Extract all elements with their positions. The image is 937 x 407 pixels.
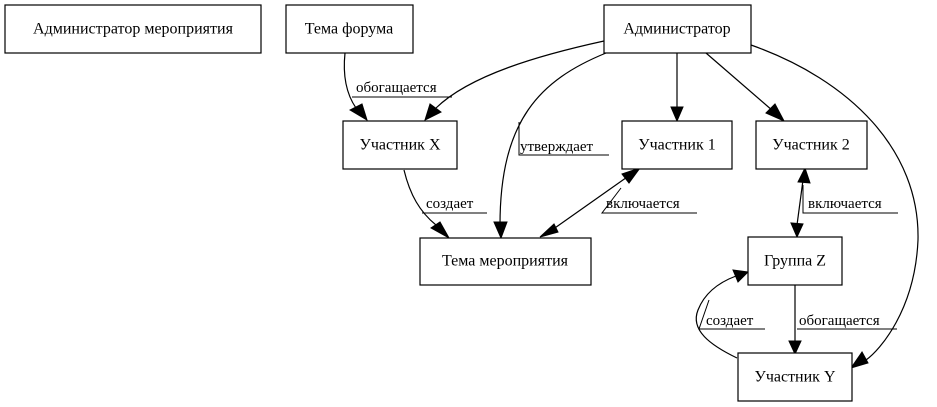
edge-admin-to-participant-y: [750, 44, 919, 361]
edge-admin-to-event-topic: [499, 52, 607, 226]
label-underline: [518, 122, 609, 156]
edge-participant-x-to-event-topic: [403, 169, 437, 226]
node-admin-event[interactable]: Администратор мероприятия: [4, 4, 262, 54]
arrowhead-icon: [493, 221, 508, 240]
node-admin[interactable]: Администратор: [603, 4, 752, 54]
edge-admin-to-participant-x: [435, 40, 605, 109]
nodes: Администратор мероприятия Тема форума Ад…: [4, 4, 868, 402]
arrowhead-icon: [348, 103, 368, 122]
arrowhead-icon: [424, 103, 442, 121]
edge-label-approves: утверждает: [520, 139, 594, 155]
node-participant-2[interactable]: Участник 2: [755, 120, 868, 170]
node-group-z[interactable]: Группа Z: [747, 236, 843, 286]
edge-participant-1-event-topic: [551, 174, 631, 231]
node-label: Участник Y: [754, 369, 835, 386]
arrowhead-icon: [732, 269, 750, 283]
label-underline: [802, 185, 898, 214]
node-label: Участник X: [359, 137, 440, 154]
arrowhead-icon: [621, 167, 642, 184]
node-label: Тема мероприятия: [442, 253, 569, 270]
node-label: Администратор: [623, 21, 730, 38]
arrowhead-icon: [797, 166, 811, 184]
arrowhead-icon: [539, 223, 559, 238]
edge-label-creates-y: создает: [706, 313, 754, 329]
node-participant-x[interactable]: Участник X: [342, 120, 458, 170]
label-underline: [600, 187, 697, 214]
edge-label-includes-1: включается: [606, 196, 680, 212]
node-label: Участник 2: [772, 137, 849, 154]
edge-labels: обогащается утверждает создает включаетс…: [352, 80, 898, 330]
label-underline: [698, 299, 765, 330]
edge-label-enriched-forum: обогащается: [356, 80, 437, 96]
arrowhead-icon: [790, 222, 804, 239]
edges: [343, 40, 919, 369]
node-participant-1[interactable]: Участник 1: [621, 120, 733, 170]
node-label: Администратор мероприятия: [33, 21, 234, 38]
arrowhead-icon: [430, 221, 451, 240]
edge-label-enriched-group: обогащается: [799, 313, 880, 329]
edge-admin-to-participant-2: [705, 52, 774, 112]
edge-label-creates-x: создает: [426, 196, 474, 212]
node-label: Группа Z: [764, 253, 826, 270]
edge-participant-2-group-z: [796, 179, 804, 226]
node-forum-topic[interactable]: Тема форума: [285, 4, 414, 54]
arrowhead-icon: [670, 106, 684, 123]
edge-forum-topic-to-participant-x: [343, 52, 357, 109]
arrowhead-icon: [765, 103, 786, 123]
node-participant-y[interactable]: Участник Y: [737, 352, 853, 402]
node-label: Участник 1: [638, 137, 715, 154]
edge-label-includes-2: включается: [808, 196, 882, 212]
node-event-topic[interactable]: Тема мероприятия: [419, 237, 592, 286]
edge-participant-y-to-group-z: [695, 275, 738, 359]
arrowhead-icon: [788, 340, 802, 356]
arrowhead-icon: [849, 351, 869, 369]
node-label: Тема форума: [305, 21, 393, 38]
